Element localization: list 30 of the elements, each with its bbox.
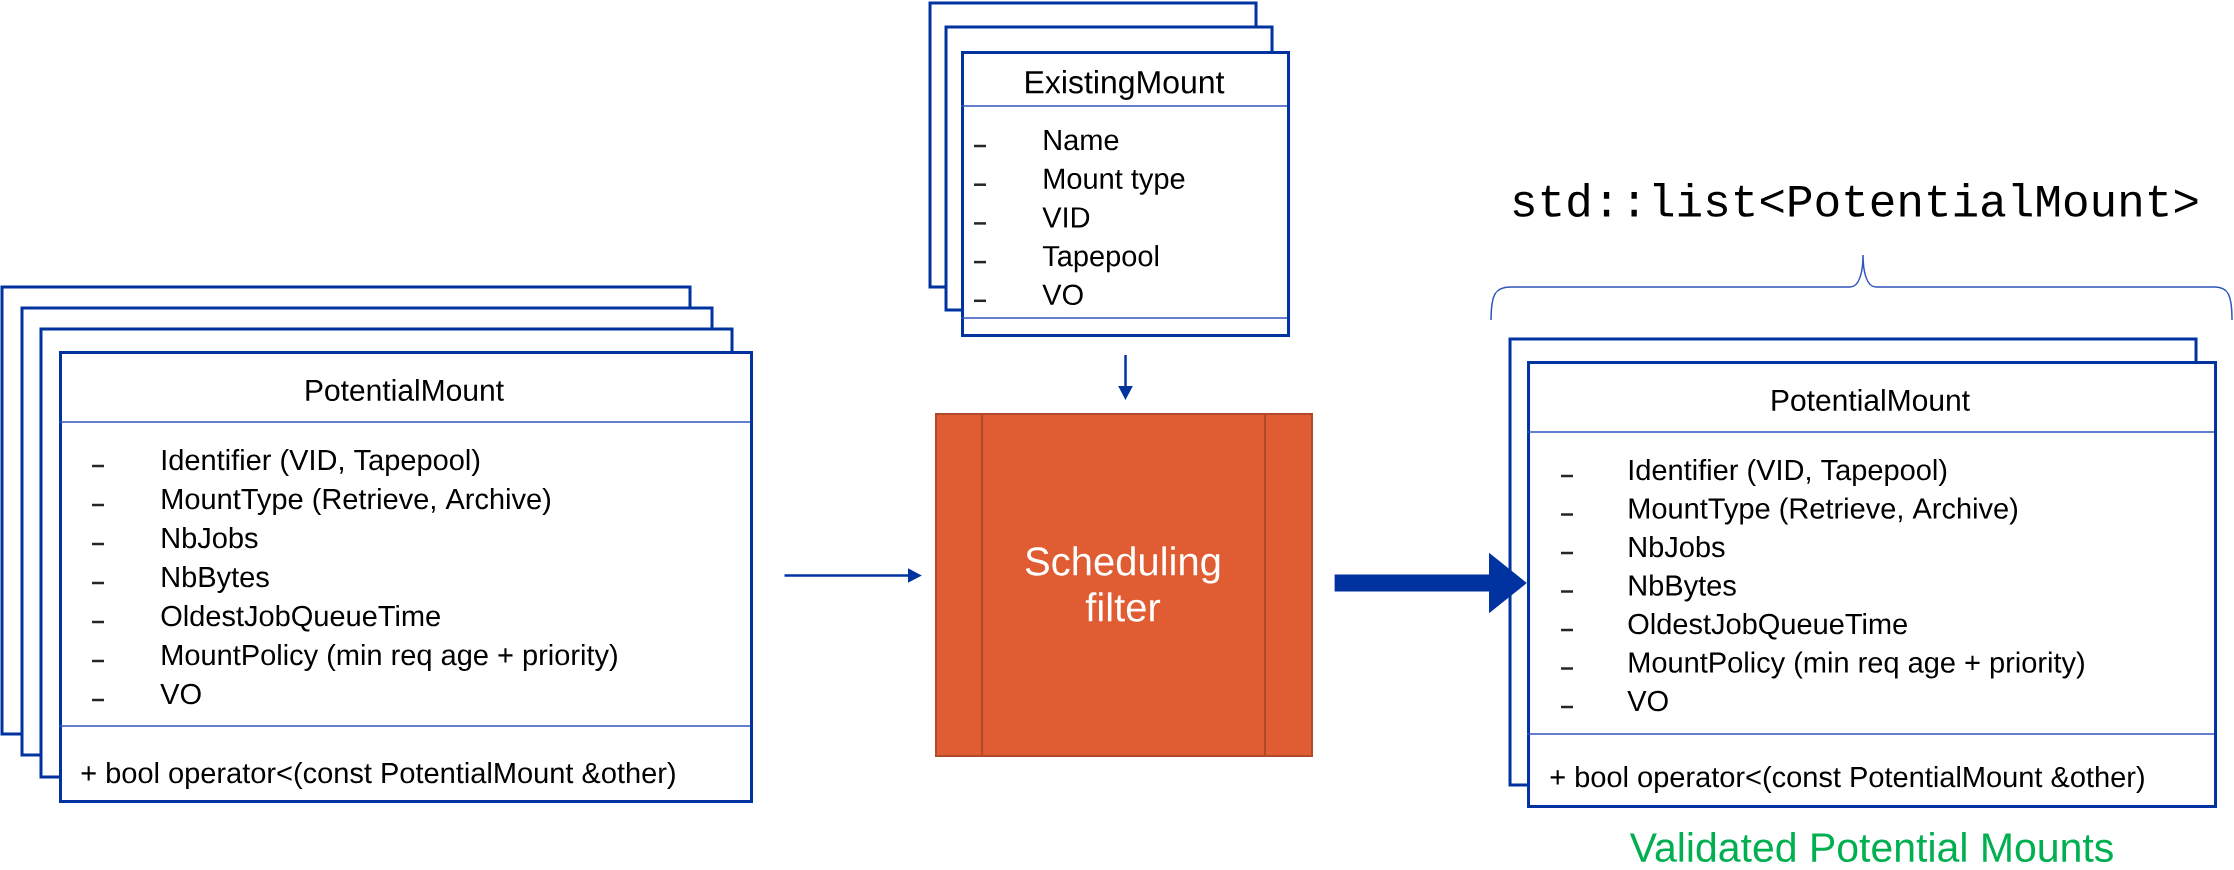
attribute-text: MountPolicy (min req age + priority) [1629, 651, 2084, 679]
attribute-text: Tapepool [1042, 245, 1158, 273]
class-card [0, 285, 753, 803]
attribute-text: NbBytes [162, 566, 269, 594]
class-name: PotentialMount [1772, 389, 1970, 412]
attribute-text: Identifier (VID, Tapepool) [1629, 459, 1947, 487]
class-card [1508, 337, 2218, 808]
attribute-text: VO [160, 683, 201, 705]
class-card [928, 1, 1290, 337]
attribute-text: NbJobs [1629, 536, 1725, 558]
method-text: + bool operator<(const PotentialMount &other) [1550, 766, 2144, 794]
attribute-text: Mount type [1044, 168, 1185, 195]
attribute-text: Identifier (VID, Tapepool) [162, 449, 480, 477]
class-name: PotentialMount [306, 379, 504, 402]
attribute-text: Name [1044, 130, 1119, 151]
attribute-text: NbJobs [162, 527, 258, 549]
code-label: std::list<PotentialMount> [1513, 183, 2198, 217]
process-box: Scheduling filter [935, 412, 1313, 757]
attribute-text: VO [1627, 690, 1668, 712]
caption-text: Validated Potential Mounts [1629, 831, 2113, 863]
attribute-text: MountType (Retrieve, Archive) [1629, 497, 2017, 525]
attribute-text: NbBytes [1629, 574, 1736, 602]
method-text: + bool operator<(const PotentialMount &other) [81, 762, 675, 790]
attribute-text: MountType (Retrieve, Archive) [162, 488, 550, 516]
attribute-text: OldestJobQueueTime [161, 605, 440, 632]
attribute-text: VID [1042, 207, 1090, 228]
attribute-text: VO [1042, 284, 1083, 306]
attribute-text: OldestJobQueueTime [1628, 613, 1907, 640]
attribute-text: MountPolicy (min req age + priority) [162, 644, 617, 672]
class-name: ExistingMount [1026, 70, 1225, 100]
